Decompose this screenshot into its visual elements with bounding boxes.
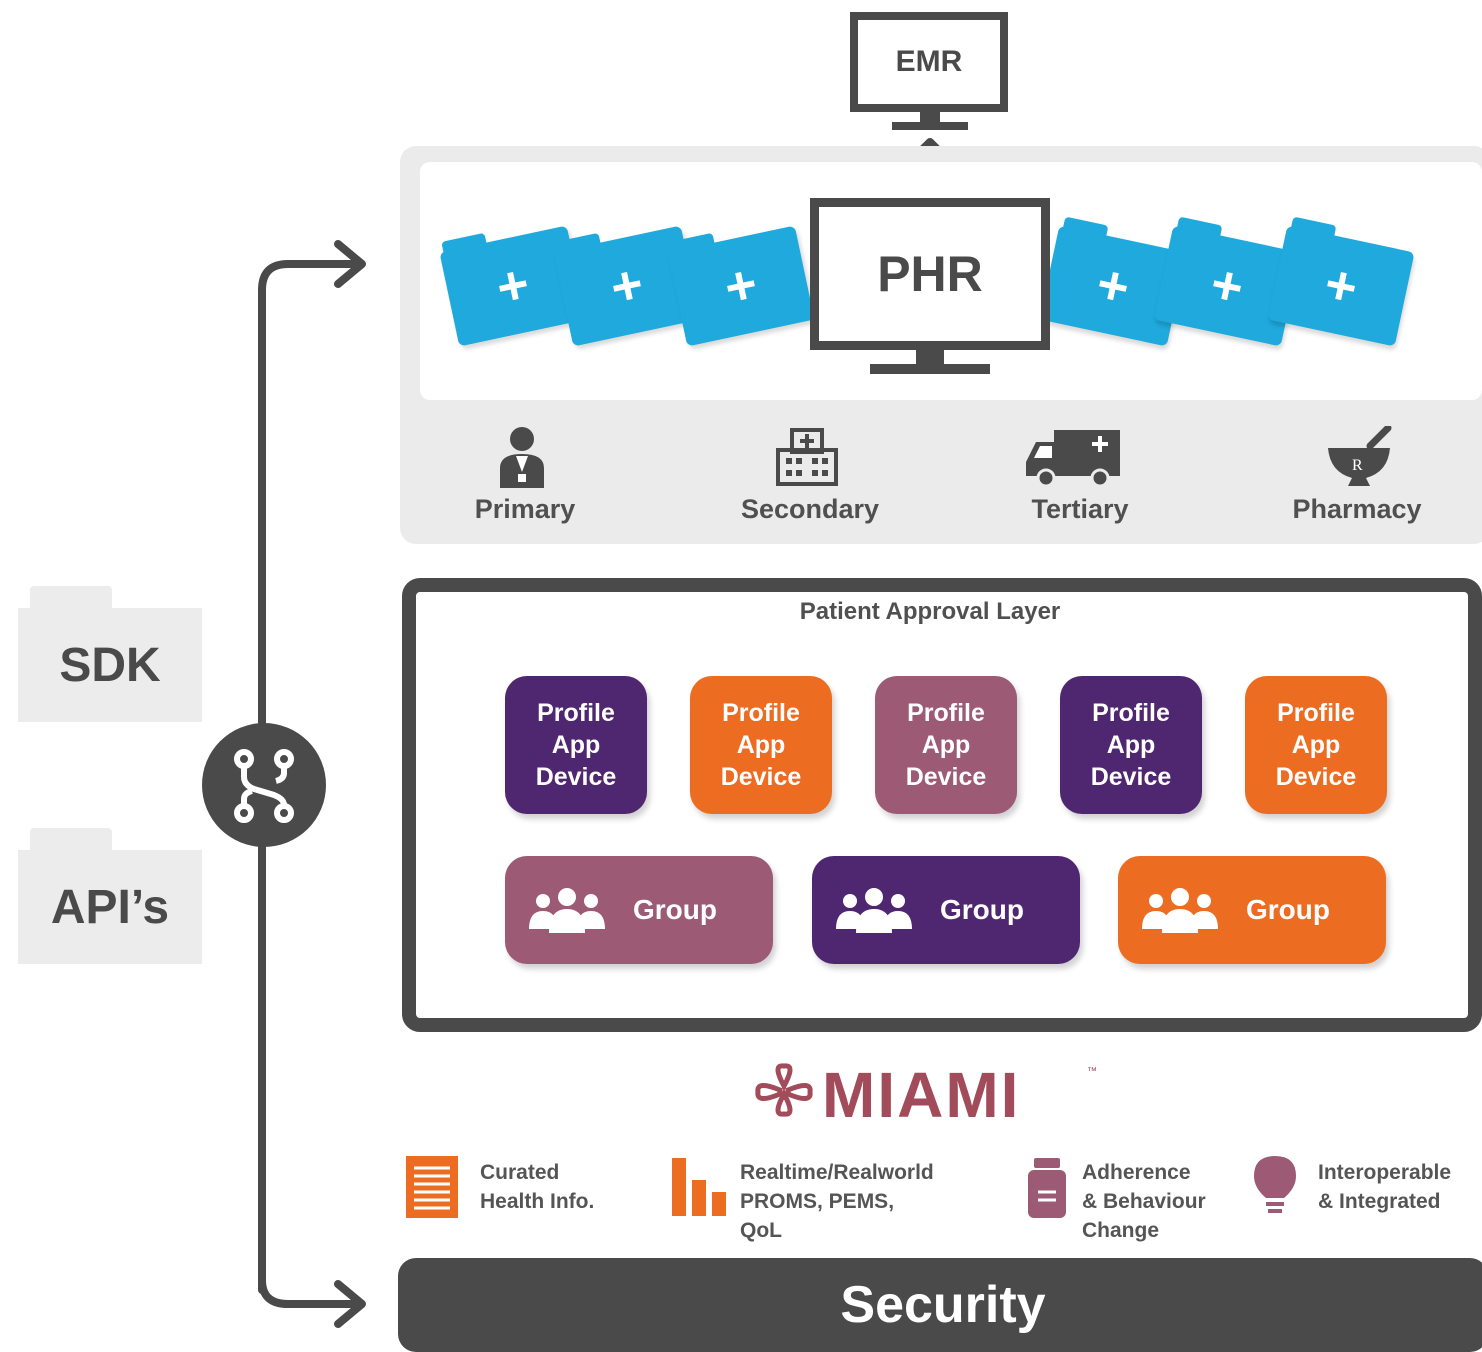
emr-monitor-neck xyxy=(920,112,940,124)
mortar-pestle-rx-icon: R xyxy=(1328,426,1392,486)
phr-monitor: PHR xyxy=(810,198,1050,350)
feature-adherence: Adherence & Behaviour Change xyxy=(1082,1158,1206,1245)
device-line: Device xyxy=(1275,763,1357,791)
profile-line: Profile xyxy=(1092,699,1170,727)
group-card: Group xyxy=(1118,856,1386,964)
profile-card: Profile App Device xyxy=(1060,676,1202,814)
group-label: Group xyxy=(1246,894,1330,925)
profile-line: Profile xyxy=(722,699,800,727)
app-line: App xyxy=(1291,731,1341,759)
security-connector-line xyxy=(258,1276,364,1308)
phr-monitor-neck xyxy=(916,350,944,366)
profile-card: Profile App Device xyxy=(505,676,647,814)
miami-wordmark: MIAMI xyxy=(822,1059,1021,1131)
group-label: Group xyxy=(633,894,717,925)
group-label: Group xyxy=(940,894,1024,925)
feature-line: Adherence xyxy=(1082,1161,1191,1184)
device-line: Device xyxy=(720,763,802,791)
hospital-icon xyxy=(776,428,838,486)
app-line: App xyxy=(736,731,786,759)
security-bar: Security xyxy=(398,1258,1482,1352)
feature-line: Change xyxy=(1082,1219,1160,1242)
main-connector-line xyxy=(258,260,364,1294)
users-group-icon xyxy=(1142,888,1218,933)
profile-line: Profile xyxy=(537,699,615,727)
approval-layer-title: Patient Approval Layer xyxy=(799,598,1061,625)
app-line: App xyxy=(921,731,971,759)
feature-curated-health-info: Curated Health Info. xyxy=(480,1158,594,1216)
app-line: App xyxy=(1106,731,1156,759)
security-label: Security xyxy=(840,1276,1046,1334)
device-line: Device xyxy=(905,763,987,791)
doctor-icon xyxy=(500,427,544,488)
arrow-to-phr-icon xyxy=(334,240,366,288)
trademark-symbol: ™ xyxy=(1087,1066,1097,1077)
care-label-tertiary: Tertiary xyxy=(1031,494,1129,524)
pill-bottle-icon xyxy=(1028,1158,1066,1218)
lightbulb-icon xyxy=(1254,1156,1296,1213)
users-group-icon xyxy=(529,888,605,933)
emr-monitor: EMR xyxy=(850,12,1008,112)
branch-merge-icon xyxy=(202,723,326,847)
ambulance-icon xyxy=(1026,430,1120,488)
bar-chart-icon xyxy=(672,1158,726,1216)
care-label-pharmacy: Pharmacy xyxy=(1292,494,1422,524)
device-line: Device xyxy=(535,763,617,791)
phr-label: PHR xyxy=(877,246,983,302)
svg-text:R: R xyxy=(1352,457,1363,474)
feature-line: QoL xyxy=(740,1219,782,1242)
feature-line: & Behaviour xyxy=(1082,1190,1206,1213)
app-line: App xyxy=(551,731,601,759)
profile-line: Profile xyxy=(907,699,985,727)
care-label-secondary: Secondary xyxy=(740,494,880,524)
feature-interoperable: Interoperable & Integrated xyxy=(1318,1158,1451,1216)
phr-monitor-base xyxy=(870,364,990,374)
profile-card: Profile App Device xyxy=(875,676,1017,814)
group-card: Group xyxy=(812,856,1080,964)
feature-realtime-proms: Realtime/Realworld PROMS, PEMS, QoL xyxy=(740,1158,934,1245)
arrow-to-security-icon xyxy=(334,1280,366,1328)
document-lines-icon xyxy=(406,1156,458,1218)
group-card: Group xyxy=(505,856,773,964)
feature-line: Realtime/Realworld xyxy=(740,1161,934,1184)
users-group-icon xyxy=(836,888,912,933)
feature-line: Health Info. xyxy=(480,1190,595,1213)
apis-label: API’s xyxy=(18,850,202,964)
emr-monitor-base xyxy=(892,122,968,130)
profile-card: Profile App Device xyxy=(690,676,832,814)
emr-label: EMR xyxy=(895,45,963,78)
profile-card: Profile App Device xyxy=(1245,676,1387,814)
profile-line: Profile xyxy=(1277,699,1355,727)
feature-line: Interoperable xyxy=(1318,1161,1452,1184)
miami-flower-logo xyxy=(755,1063,813,1117)
feature-line: Curated xyxy=(480,1161,560,1184)
sdk-label: SDK xyxy=(18,608,202,722)
feature-line: PROMS, PEMS, xyxy=(740,1190,895,1213)
feature-line: & Integrated xyxy=(1318,1190,1441,1213)
care-label-primary: Primary xyxy=(474,494,576,524)
device-line: Device xyxy=(1090,763,1172,791)
